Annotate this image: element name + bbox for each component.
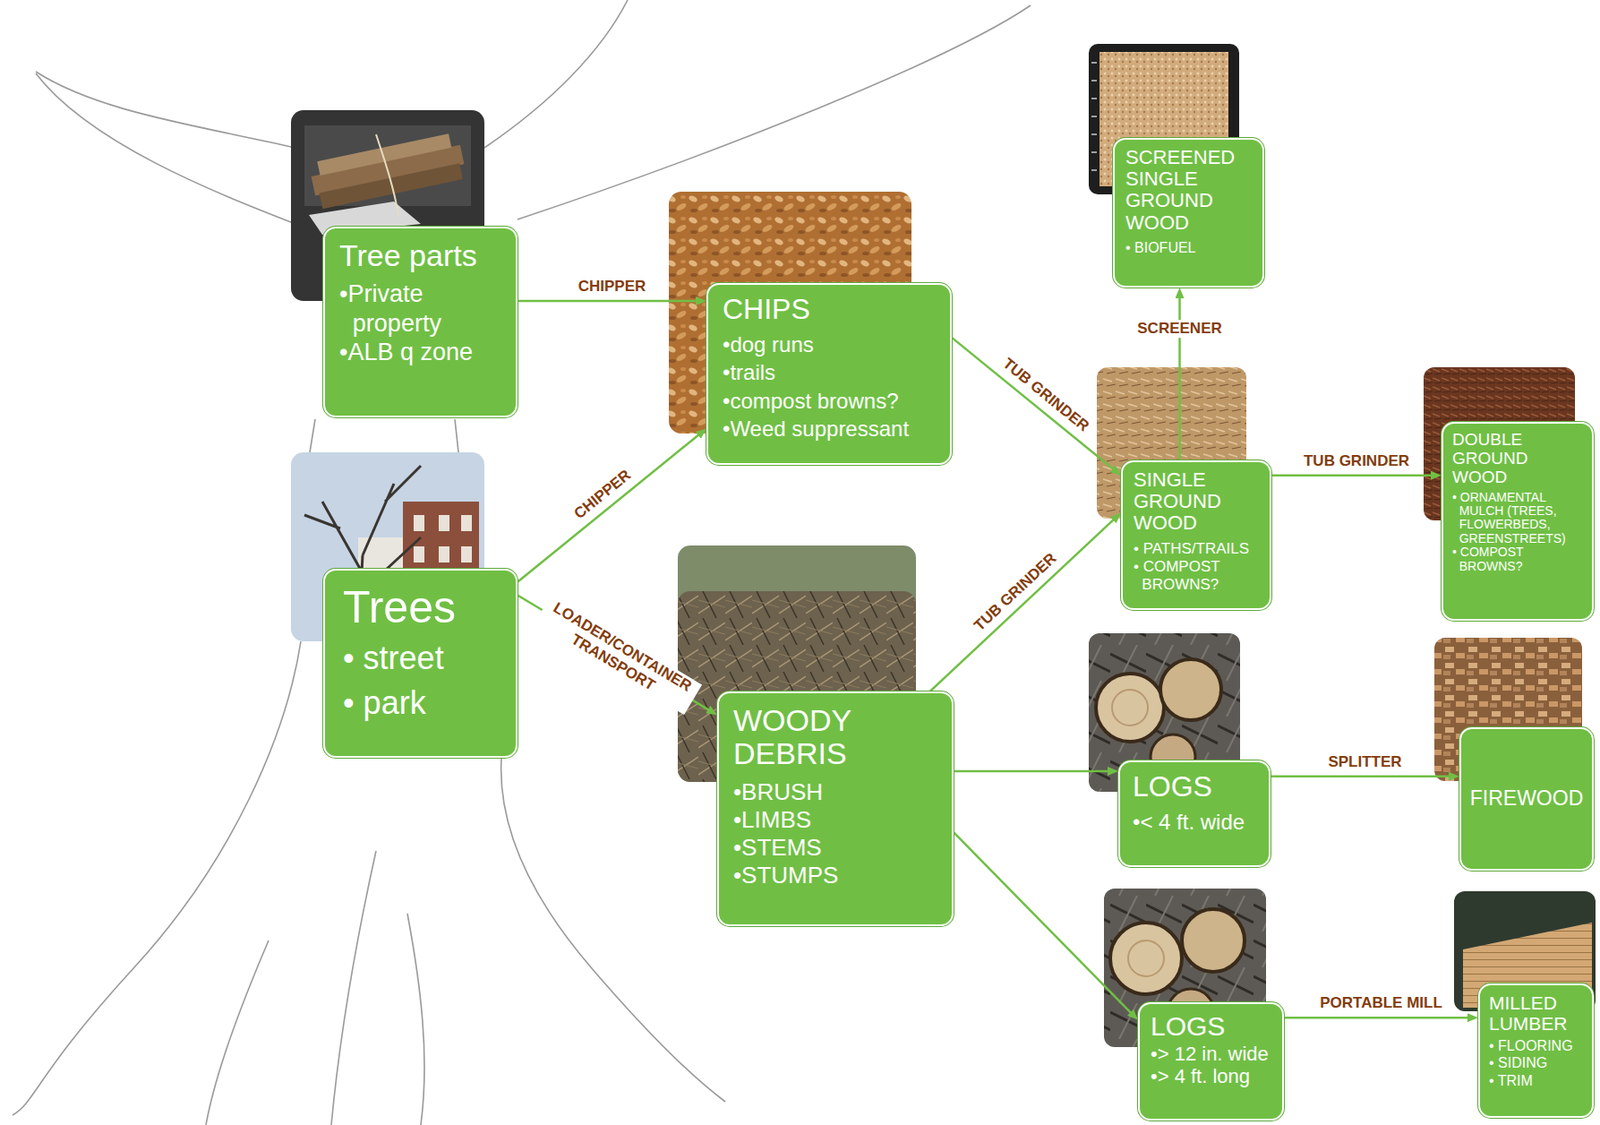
node-title: WOODY DEBRIS [733,703,942,771]
process-box: SINGLE GROUND WOOD • PATHS/TRAILS• COMPOS… [1120,460,1272,610]
node-item: •BRUSH [733,778,942,806]
process-box: Trees• street• park [323,568,518,758]
process-box: FIREWOOD [1459,727,1594,871]
node-title: FIREWOOD [1470,787,1584,810]
node-item: •Private property [339,279,504,338]
node-item: • SIDING [1488,1053,1587,1071]
node-item: • COMPOST BROWNS? [1133,557,1263,595]
log-ring [1128,940,1164,976]
root-line [407,913,425,1125]
process-box: DOUBLE GROUND WOOD• ORNAMENTAL MULCH (TR… [1441,421,1594,621]
tree-outline [12,0,1031,1125]
process-box: WOODY DEBRIS •BRUSH•LIMBS•STEMS•STUMPS [717,691,954,926]
trunk-line [454,419,459,453]
root-line [331,850,377,1125]
log-end [1095,673,1164,742]
connector-arrow [953,770,1112,773]
branch-line [484,0,628,148]
log-end [1110,922,1182,994]
log-end [1160,658,1222,720]
node-item: •> 4 ft. long [1150,1064,1275,1087]
node-item: • park [342,680,502,726]
node-item: • COMPOST BROWNS? [1452,545,1587,574]
node-title: MILLED LUMBER [1488,992,1587,1034]
edge-label: PORTABLE MILL [1317,993,1446,1012]
node-title: CHIPS [722,293,940,326]
node-item: •STEMS [733,833,942,862]
edge-label: SPLITTER [1325,752,1404,771]
node-title: Tree parts [339,239,504,273]
edge-label: TUB GRINDER [1300,452,1412,471]
string [376,134,399,215]
node-item: •dog runs [722,330,940,359]
edge-label: CHIPPER [575,277,650,296]
node-item: •trails [722,358,940,386]
node-item: •> 12 in. wide [1150,1042,1275,1065]
process-box: Tree parts •Private property•ALB q zone [323,226,518,418]
connector-arrow [953,831,1133,1015]
node-item: •< 4 ft. wide [1132,807,1260,836]
node-item: • BIOFUEL [1125,239,1256,257]
node-item: •LIMBS [733,805,942,834]
node-title: SINGLE GROUND WOOD [1133,469,1263,535]
connector-arrow [517,432,702,582]
node-item: •STUMPS [733,861,942,890]
connector-arrow [951,337,1116,471]
node-item: • PATHS/TRAILS [1133,539,1263,558]
node-title: DOUBLE GROUND WOOD [1452,430,1587,488]
node-title: Trees [342,582,502,633]
edge-label: TUB GRINDER [968,547,1062,636]
connector-arrow [517,299,700,303]
process-box: CHIPS •dog runs•trails•compost browns?•We… [706,282,952,465]
node-item: •ALB q zone [339,337,504,367]
branch-line [517,5,1031,220]
log-ring [1112,689,1148,726]
ruler-ticks [1091,62,1097,171]
windows [413,514,472,563]
process-box: MILLED LUMBER • FLOORING• SIDING• TRIM [1478,983,1594,1118]
node-item: • ORNAMENTAL MULCH (TREES, FLOWERBEDS, G… [1452,490,1587,547]
branch-line [35,73,296,224]
edge-label: SCREENER [1134,320,1224,339]
process-box: LOGS•> 12 in. wide•> 4 ft. long [1137,1001,1284,1121]
node-item: • street [342,635,502,681]
log-end [1181,908,1245,972]
edge-label: LOADER/CONTAINER TRANSPORT [532,594,702,715]
process-box: SCREENED SINGLE GROUND WOOD • BIOFUEL [1112,137,1265,288]
node-title: LOGS [1132,770,1260,803]
node-title: LOGS [1150,1010,1275,1041]
root-line [205,940,269,1125]
connector-arrow [1283,1016,1472,1019]
branch-line [35,71,296,148]
node-item: •compost browns? [722,386,940,415]
edge-label: TUB GRINDER [996,353,1095,437]
connector-arrow [930,517,1117,692]
text-group: FIREWOOD [1470,787,1584,810]
node-item: • TRIM [1488,1071,1587,1089]
node-item: • FLOORING [1488,1036,1587,1054]
process-box: LOGS •< 4 ft. wide [1118,760,1271,867]
trunk-line [309,419,316,453]
connector-arrow [1271,473,1435,477]
trunk-line [501,757,726,1102]
node-title: SCREENED SINGLE GROUND WOOD [1125,146,1256,234]
trunk-line [12,641,301,1115]
connector-arrow [1270,775,1453,779]
node-item: •Weed suppressant [722,414,940,443]
